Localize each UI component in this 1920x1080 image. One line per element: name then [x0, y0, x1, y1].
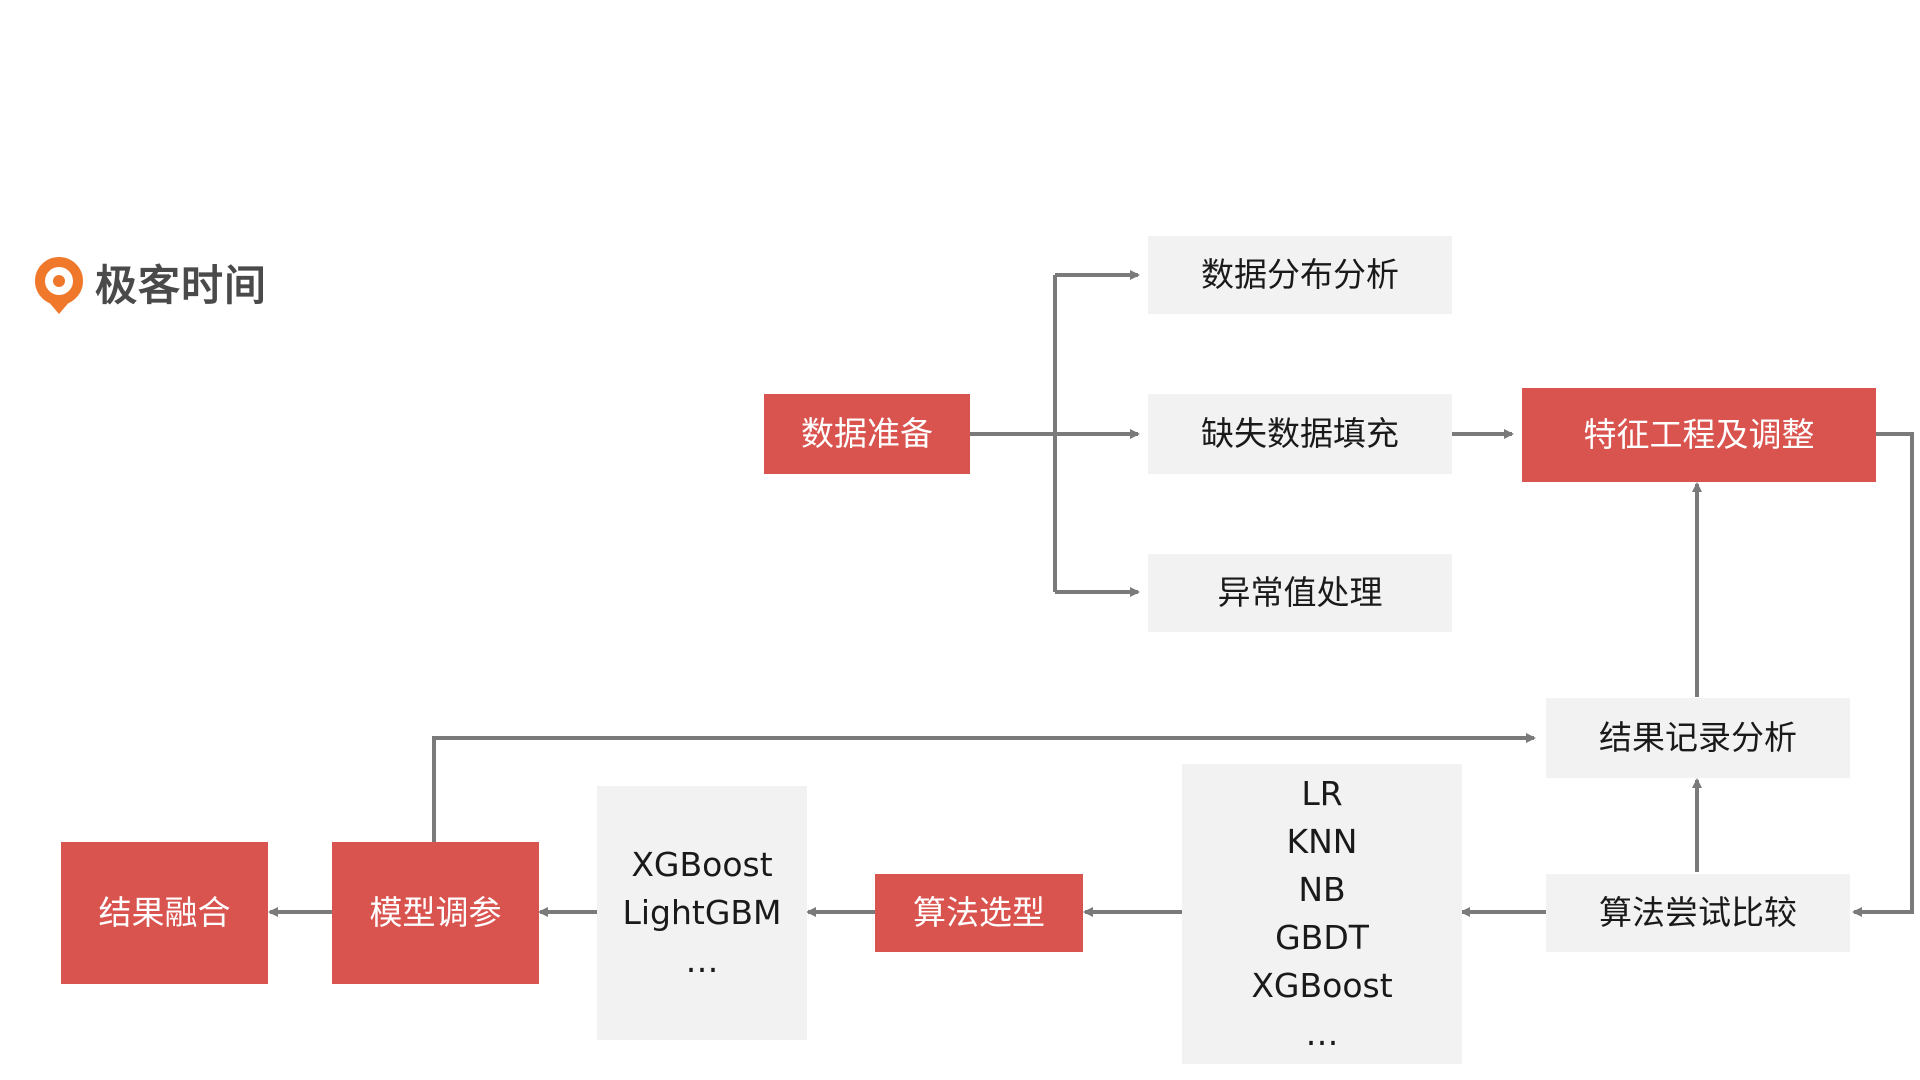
node-model-tuning: 模型调参 [332, 842, 539, 984]
edge-feature-to-compare [1852, 432, 1914, 917]
algorithm-item: XGBoost [1251, 966, 1393, 1005]
model-item: LightGBM [622, 893, 782, 932]
logo-icon [35, 257, 83, 314]
logo: 极客时间 [33, 256, 267, 316]
algorithm-item: KNN [1286, 822, 1358, 861]
model-item: … [685, 941, 719, 980]
node-selected-models: XGBoost LightGBM … [597, 786, 807, 1040]
logo-text: 极客时间 [95, 261, 268, 310]
algorithm-item: NB [1298, 870, 1346, 909]
algorithm-item: GBDT [1275, 918, 1369, 957]
node-algorithm-compare: 算法尝试比较 [1546, 874, 1850, 952]
node-result-record: 结果记录分析 [1546, 698, 1850, 778]
node-algorithm-list: LR KNN NB GBDT XGBoost … [1182, 764, 1462, 1064]
model-item: XGBoost [631, 845, 773, 884]
node-missing-fill: 缺失数据填充 [1148, 394, 1452, 474]
node-algorithm-select: 算法选型 [875, 874, 1083, 952]
algorithm-item: … [1305, 1014, 1339, 1053]
node-data-prep: 数据准备 [764, 394, 970, 474]
edge-tuning-to-record [432, 733, 1536, 842]
node-feature-engineering: 特征工程及调整 [1522, 388, 1876, 482]
algorithm-item: LR [1301, 774, 1343, 813]
node-distribution-analysis: 数据分布分析 [1148, 236, 1452, 314]
node-outlier-handling: 异常值处理 [1148, 554, 1452, 632]
node-result-fusion: 结果融合 [61, 842, 268, 984]
